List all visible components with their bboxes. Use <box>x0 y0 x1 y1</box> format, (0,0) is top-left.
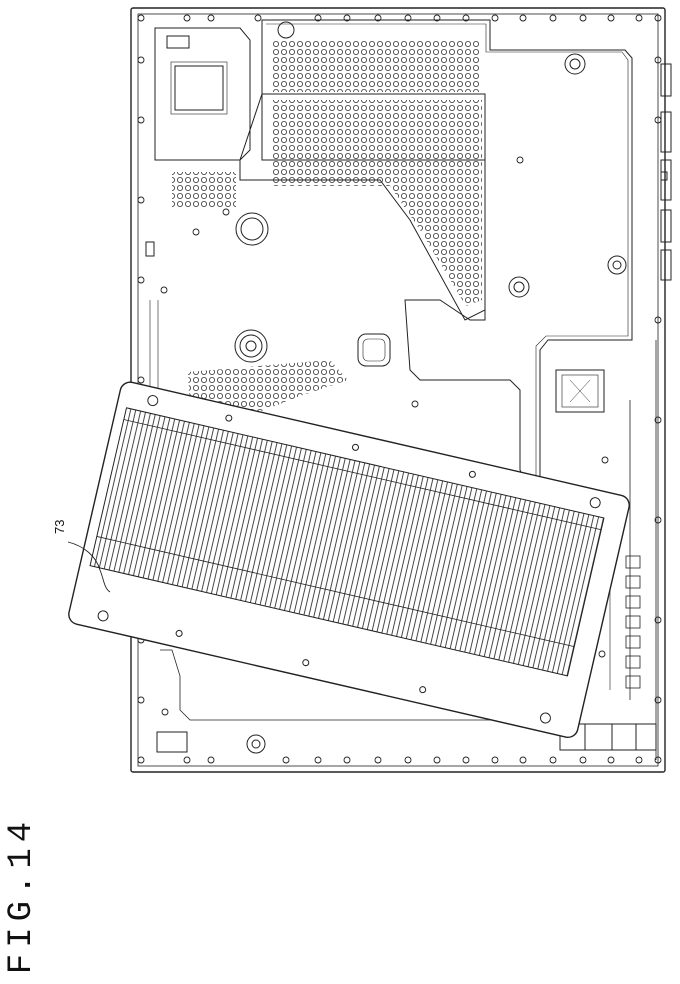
edge-connectors <box>660 63 672 281</box>
bottom-components <box>156 723 657 753</box>
round-components <box>234 21 627 754</box>
callout-leader-73 <box>67 541 111 593</box>
perforated-shield-frame <box>239 93 486 321</box>
heat-sink <box>68 381 630 739</box>
square-chip-area <box>154 27 251 161</box>
heat-sink-fins <box>89 407 605 677</box>
vent-holes-main <box>272 100 482 306</box>
figure-label: FIG.14 <box>3 816 41 974</box>
component-column <box>625 340 657 760</box>
callout-number-73: 73 <box>52 519 67 534</box>
shield-wall-inner <box>266 23 629 476</box>
vent-holes-top <box>272 40 480 92</box>
figure-label-text: FIG.14 <box>3 815 42 975</box>
shield-wall-upper <box>261 19 633 481</box>
center-chip <box>357 333 391 367</box>
mounting-holes <box>137 14 662 764</box>
vent-holes-left <box>172 172 236 208</box>
left-tab <box>145 241 155 257</box>
connector-block <box>555 369 605 413</box>
